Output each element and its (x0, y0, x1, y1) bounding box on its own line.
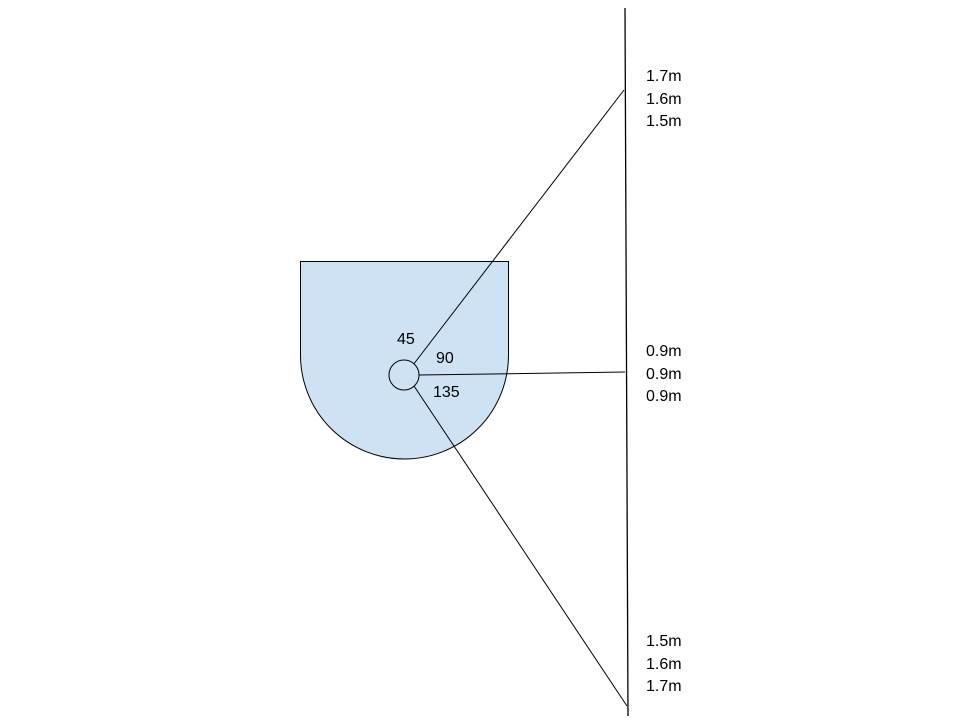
ray-135-degree (413, 385, 628, 707)
ray-45-degree (412, 89, 625, 366)
distance-group-middle: 0.9m 0.9m 0.9m (646, 341, 682, 409)
distance-value: 0.9m (646, 343, 682, 360)
distance-group-bottom: 1.5m 1.6m 1.7m (646, 631, 682, 699)
distance-value: 1.5m (646, 633, 682, 650)
angle-label-135: 135 (433, 384, 460, 401)
distance-value: 1.7m (646, 68, 682, 85)
distance-group-top: 1.7m 1.6m 1.5m (646, 66, 682, 134)
distance-value: 0.9m (646, 365, 682, 383)
distance-value: 1.6m (646, 655, 682, 673)
distance-value: 1.6m (646, 90, 682, 108)
sensor-circle (388, 359, 420, 391)
wall-line (624, 7, 629, 717)
distance-value: 1.5m (646, 113, 682, 130)
angle-label-90: 90 (436, 350, 454, 367)
distance-value: 0.9m (646, 388, 682, 405)
angle-label-45: 45 (397, 331, 415, 348)
distance-value: 1.7m (646, 678, 682, 695)
ray-90-degree (418, 371, 626, 376)
